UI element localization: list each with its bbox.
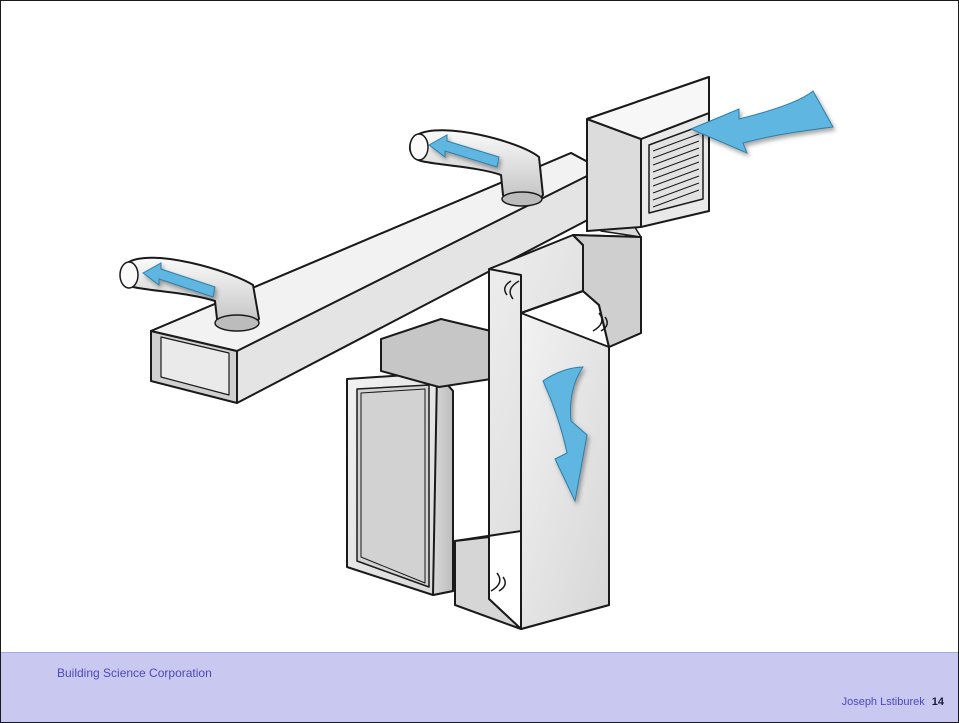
airflow-arrow-supply-left (142, 262, 216, 298)
airflow-arrow-return-in (689, 90, 834, 154)
airflow-arrow-return-down (542, 366, 588, 503)
page-number: 14 (931, 696, 944, 708)
supply-duct-trunk (150, 152, 602, 404)
airflow-arrow-supply-right (428, 134, 500, 168)
slide-footer: Building Science Corporation Joseph Lsti… (1, 652, 958, 722)
noise-marks (490, 280, 608, 592)
author-block: Joseph Lstiburek 14 (842, 696, 944, 708)
company-name: Building Science Corporation (57, 666, 212, 680)
air-handler-unit (346, 372, 454, 596)
hvac-duct-diagram (119, 76, 834, 630)
return-air-grille (586, 76, 710, 232)
author-name: Joseph Lstiburek (841, 696, 925, 708)
